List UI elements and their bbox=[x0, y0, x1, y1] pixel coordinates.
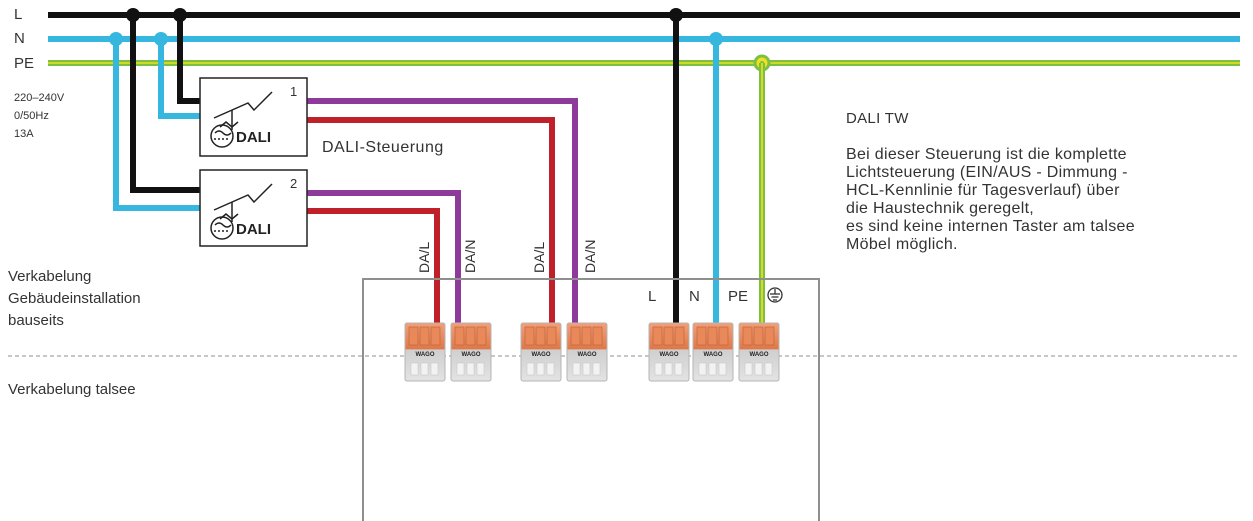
wire-da-n-ctrl2 bbox=[307, 190, 461, 332]
junction-dot bbox=[154, 32, 168, 46]
terminal-label-l: L bbox=[648, 288, 656, 305]
terminal-label-n: N bbox=[689, 288, 700, 305]
description-line: HCL-Kennlinie für Tagesverlauf) über bbox=[846, 182, 1120, 199]
cable-label-da-n: DA/N bbox=[462, 240, 478, 273]
dimmer-symbol-icon bbox=[210, 183, 273, 240]
wire-da-l-ctrl1 bbox=[307, 117, 555, 332]
controller-label: DALI-Steuerung bbox=[322, 139, 444, 156]
zone-label-building: Gebäudeinstallation bbox=[8, 290, 141, 307]
wire-n-ctrl2 bbox=[113, 39, 200, 211]
supply-voltage: 220–240V bbox=[14, 92, 65, 104]
junction-dot bbox=[173, 8, 187, 22]
supply-current: 13A bbox=[14, 128, 34, 140]
description-line: es sind keine internen Taster am talsee bbox=[846, 218, 1135, 235]
wago-label: WAGO bbox=[532, 352, 551, 358]
wago-connector: WAGO bbox=[648, 322, 690, 382]
dali-logo: DALI bbox=[236, 129, 271, 146]
wago-connector: WAGO bbox=[692, 322, 734, 382]
zone-label-furniture: Verkabelung talsee bbox=[8, 381, 136, 398]
wire-n-ctrl1 bbox=[158, 39, 200, 119]
supply-frequency: 0/50Hz bbox=[14, 110, 49, 122]
wago-connector: WAGO bbox=[566, 322, 608, 382]
description-line: Bei dieser Steuerung ist die komplette bbox=[846, 146, 1127, 163]
terminal-label-pe: PE bbox=[728, 288, 748, 305]
wago-connector: WAGO bbox=[738, 322, 780, 382]
wire-da-n-ctrl1 bbox=[307, 98, 578, 332]
junction-dot bbox=[126, 8, 140, 22]
line-label-n: N bbox=[14, 30, 25, 47]
description-line: Lichtsteuerung (EIN/AUS - Dimmung - bbox=[846, 164, 1128, 181]
description-panel: DALI TW Bei dieser Steuerung ist die kom… bbox=[846, 110, 1246, 254]
wago-connector: WAGO bbox=[450, 322, 492, 382]
dimmer-symbol-icon bbox=[210, 91, 273, 148]
description-line: die Haustechnik geregelt, bbox=[846, 200, 1035, 217]
description-title: DALI TW bbox=[846, 110, 909, 127]
description-line: Möbel möglich. bbox=[846, 236, 958, 253]
wago-label: WAGO bbox=[704, 352, 723, 358]
controller-number: 2 bbox=[290, 176, 297, 191]
line-label-l: L bbox=[14, 6, 22, 23]
wago-label: WAGO bbox=[462, 352, 481, 358]
ground-icon bbox=[767, 287, 783, 303]
zone-label-building: Verkabelung bbox=[8, 268, 91, 285]
wago-connector: WAGO bbox=[520, 322, 562, 382]
wire-l-ctrl1 bbox=[177, 15, 200, 104]
line-label-pe: PE bbox=[14, 55, 34, 72]
dali-controller-1: 1 DALI bbox=[199, 77, 308, 157]
zone-label-building: bauseits bbox=[8, 312, 64, 329]
junction-dot bbox=[109, 32, 123, 46]
wire-l-ctrl2 bbox=[130, 15, 200, 193]
wago-label: WAGO bbox=[578, 352, 597, 358]
controller-number: 1 bbox=[290, 84, 297, 99]
cable-label-da-l: DA/L bbox=[531, 242, 547, 273]
cable-label-da-l: DA/L bbox=[416, 242, 432, 273]
wire-da-l-ctrl2 bbox=[307, 208, 440, 332]
dali-controller-2: 2 DALI bbox=[199, 169, 308, 247]
wago-label: WAGO bbox=[416, 352, 435, 358]
cable-label-da-n: DA/N bbox=[582, 240, 598, 273]
wago-connector: WAGO bbox=[404, 322, 446, 382]
furniture-junction-box bbox=[362, 278, 820, 521]
wago-label: WAGO bbox=[660, 352, 679, 358]
dali-logo: DALI bbox=[236, 221, 271, 238]
wago-label: WAGO bbox=[750, 352, 769, 358]
